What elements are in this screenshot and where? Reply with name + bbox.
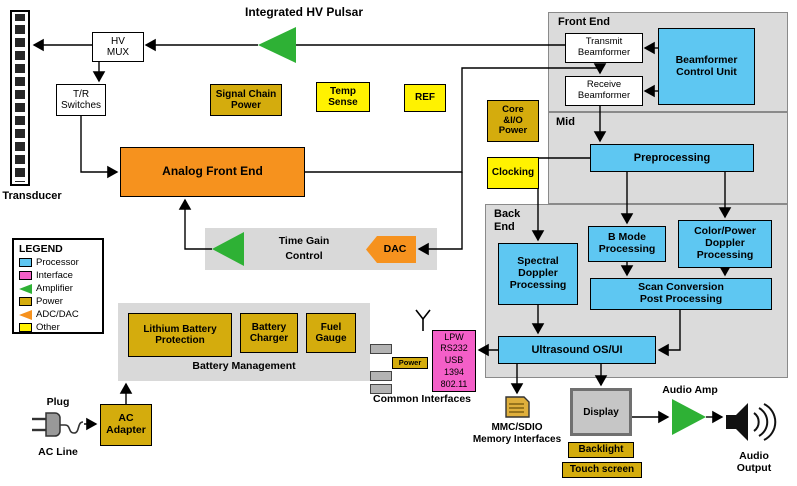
audio-amplifier-icon <box>672 399 706 435</box>
spectral-doppler-box: Spectral Doppler Processing <box>498 243 578 305</box>
transducer-array-icon <box>10 10 30 186</box>
power-chip-box: Power <box>392 357 428 369</box>
hv-pulsar-amplifier-icon <box>258 27 296 63</box>
mid-section-label: Mid <box>556 116 575 128</box>
tr-switches-box: T/R Switches <box>56 84 106 116</box>
legend-other-label: Other <box>36 322 60 333</box>
mmc-card-icon <box>505 396 530 418</box>
touch-screen-box: Touch screen <box>562 462 642 478</box>
beamformer-control-unit-box: Beamformer Control Unit <box>658 28 755 105</box>
legend-other-chip <box>19 323 32 332</box>
transducer-label: Transducer <box>2 190 62 202</box>
color-power-doppler-box: Color/Power Doppler Processing <box>678 220 772 268</box>
speaker-icon <box>726 403 777 441</box>
common-interfaces-label: Common Interfaces <box>372 393 472 405</box>
ultrasound-os-ui-box: Ultrasound OS/UI <box>498 336 656 364</box>
scan-conversion-box: Scan Conversion Post Processing <box>590 278 772 310</box>
connector-icon <box>370 371 392 381</box>
common-interfaces-box: LPW RS232 USB 1394 802.11 <box>432 330 476 392</box>
audio-output-label: Audio Output <box>736 450 772 475</box>
control-label: Control <box>285 250 323 262</box>
analog-front-end-box: Analog Front End <box>120 147 305 197</box>
back-end-section-label: Back End <box>494 208 521 233</box>
front-end-section-label: Front End <box>558 16 610 28</box>
legend-box: LEGEND Processor Interface Amplifier Pow… <box>12 238 104 334</box>
integrated-hv-pulsar-title: Integrated HV Pulsar <box>244 5 364 19</box>
ac-adapter-box: AC Adapter <box>100 404 152 446</box>
core-io-power-box: Core &I/O Power <box>487 100 539 142</box>
battery-management-label: Battery Management <box>192 360 296 372</box>
display-box: Display <box>570 388 632 436</box>
signal-chain-power-box: Signal Chain Power <box>210 84 282 116</box>
ref-box: REF <box>404 84 446 112</box>
legend-interface-chip <box>19 271 32 280</box>
plug-label: Plug <box>46 396 70 408</box>
legend-adc-dac-chip <box>19 309 32 320</box>
legend-processor-label: Processor <box>36 257 79 268</box>
connector-icon <box>370 344 392 354</box>
legend-amplifier-label: Amplifier <box>36 283 73 294</box>
mmc-sdio-label: MMC/SDIO Memory Interfaces <box>472 422 562 445</box>
b-mode-box: B Mode Processing <box>588 226 666 262</box>
antenna-icon <box>415 309 431 331</box>
receive-beamformer-box: Receive Beamformer <box>565 76 643 106</box>
legend-interface-label: Interface <box>36 270 73 281</box>
backlight-box: Backlight <box>568 442 634 458</box>
legend-power-chip <box>19 297 32 306</box>
legend-adc-dac-label: ADC/DAC <box>36 309 79 320</box>
legend-amplifier-chip <box>19 283 32 294</box>
ac-line-label: AC Line <box>38 446 78 458</box>
clocking-box: Clocking <box>487 157 539 189</box>
preprocessing-box: Preprocessing <box>590 144 754 172</box>
tgc-amplifier-icon <box>212 232 244 266</box>
time-gain-label: Time Gain <box>278 235 330 247</box>
legend-title: LEGEND <box>19 243 63 255</box>
plug-icon <box>32 412 84 437</box>
hv-mux-box: HV MUX <box>92 32 144 62</box>
legend-processor-chip <box>19 258 32 267</box>
connector-icon <box>370 384 392 394</box>
temp-sense-box: Temp Sense <box>316 82 370 112</box>
transmit-beamformer-box: Transmit Beamformer <box>565 33 643 63</box>
lithium-battery-protection-box: Lithium Battery Protection <box>128 313 232 357</box>
legend-power-label: Power <box>36 296 63 307</box>
fuel-gauge-box: Fuel Gauge <box>306 313 356 353</box>
dac-box: DAC <box>366 236 416 263</box>
battery-charger-box: Battery Charger <box>240 313 298 353</box>
audio-amp-label: Audio Amp <box>662 384 718 396</box>
